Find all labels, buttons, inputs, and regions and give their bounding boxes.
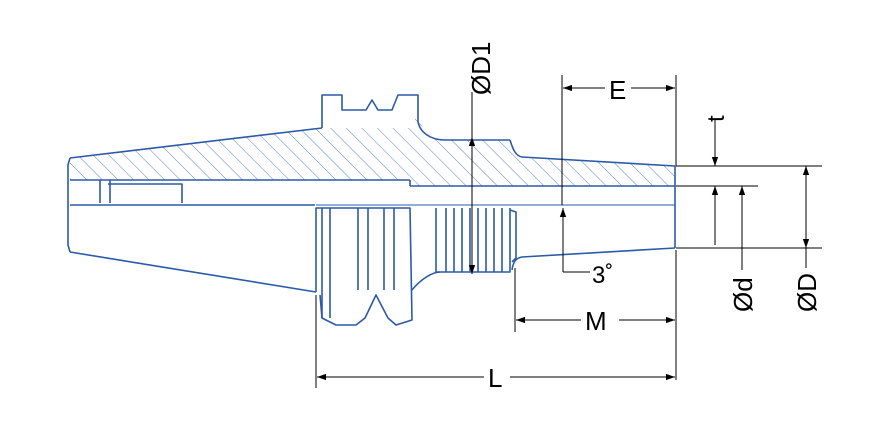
dimension-lines	[315, 75, 822, 388]
label-t: t	[703, 115, 730, 122]
label-L: L	[488, 363, 502, 393]
tool-holder-outline	[67, 94, 676, 326]
label-angle: 3˚	[592, 262, 613, 289]
label-D: ØD	[792, 273, 822, 312]
label-E: E	[609, 75, 626, 105]
label-D1: ØD1	[466, 42, 496, 95]
label-M: M	[585, 306, 607, 336]
label-d: Ød	[728, 277, 758, 312]
section-hatch-area	[70, 110, 675, 186]
